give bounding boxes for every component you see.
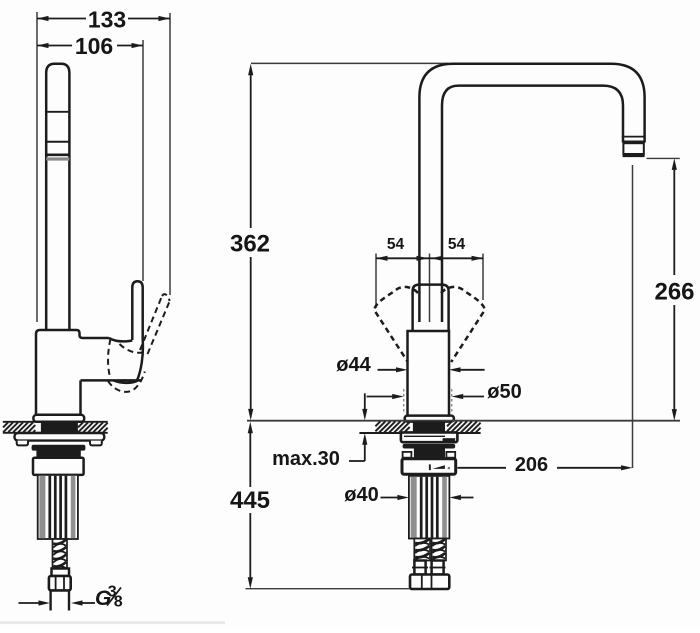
svg-text:362: 362 xyxy=(230,231,270,258)
svg-text:max.30: max.30 xyxy=(272,448,340,470)
svg-text:445: 445 xyxy=(230,487,270,514)
svg-text:ø44: ø44 xyxy=(336,354,371,376)
svg-text:206: 206 xyxy=(515,454,548,476)
svg-text:ø40: ø40 xyxy=(344,484,378,506)
svg-text:8: 8 xyxy=(114,594,123,611)
svg-text:3: 3 xyxy=(108,584,117,601)
svg-text:ø50: ø50 xyxy=(487,381,521,403)
svg-text:54: 54 xyxy=(387,236,405,253)
svg-text:266: 266 xyxy=(654,279,694,306)
svg-text:106: 106 xyxy=(75,33,113,59)
svg-text:54: 54 xyxy=(448,236,466,253)
svg-text:133: 133 xyxy=(88,7,126,33)
